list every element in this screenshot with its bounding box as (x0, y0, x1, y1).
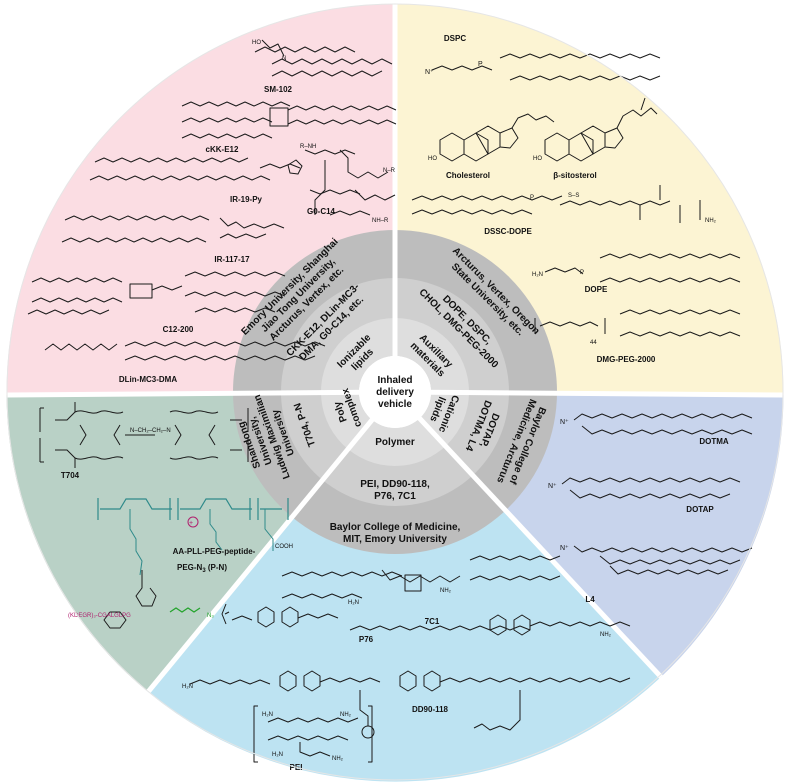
structure-pei: H₂N NH₂ H₂N NH₂ (253, 705, 373, 763)
sector-separators (6, 4, 784, 694)
label-sitosterol: β-sitosterol (553, 171, 597, 180)
polymer-ring-labels: Polymer PEI, DD90-118, P76, 7C1 Baylor C… (330, 437, 461, 545)
label-dsscdope: DSSC-DOPE (484, 227, 532, 236)
structure-dotap: N⁺ (548, 477, 741, 499)
structure-ir11717 (61, 215, 285, 243)
svg-text:R–NH: R–NH (300, 144, 316, 150)
label-aapll-2: PEG-N3 (P-N) (177, 563, 227, 574)
inst-polymer-2: MIT, Emory University (343, 534, 447, 545)
structure-ir19py (89, 157, 303, 181)
label-t704: T704 (61, 471, 80, 480)
inst-polymer-1: Baylor College of Medicine, (330, 522, 461, 533)
structure-7c1: H₂N NH₂ (281, 555, 561, 606)
structure-c12200 (27, 271, 286, 315)
label-p76: P76 (359, 635, 374, 644)
svg-text:HO: HO (252, 40, 261, 46)
structure-dmgpeg: 44 (534, 309, 741, 346)
svg-text:NH₂: NH₂ (440, 588, 452, 594)
svg-text:P: P (530, 195, 534, 201)
label-ir11717: IR-117-17 (214, 255, 250, 264)
cationic-structures: N⁺ DOTMA N⁺ DOTAP N⁺ L4 (548, 413, 753, 604)
svg-text:HO: HO (428, 156, 437, 162)
svg-text:N⁺: N⁺ (548, 483, 557, 490)
center-line3: vehicle (378, 399, 412, 410)
svg-text:NH₂: NH₂ (600, 632, 612, 638)
auxiliary-structures: DSPC N⁺ P HO Cholesterol HO β-sitos (411, 34, 741, 364)
structure-aa-pll: + COOH N₃ (97, 498, 293, 629)
cat-polymer-1: Polymer (375, 437, 415, 448)
polycomplex-structures: N–CH₂–CH₂–N T704 + COOH N₃ AA-PLL-PEG-pe… (39, 402, 293, 629)
structure-sitosterol: HO (533, 97, 658, 162)
svg-text:H₂N: H₂N (532, 272, 543, 278)
svg-text:N–CH₂–CH₂–N: N–CH₂–CH₂–N (130, 428, 171, 434)
center-line2: delivery (376, 387, 414, 398)
structure-dlinmc3 (44, 341, 326, 361)
label-ir19py: IR-19-Py (230, 195, 263, 204)
label-dope: DOPE (585, 285, 608, 294)
label-dlinmc3: DLin-MC3-DMA (119, 375, 177, 384)
structure-cholesterol: HO (428, 113, 555, 162)
structure-dspc: N⁺ P (425, 53, 661, 81)
svg-text:+: + (189, 520, 193, 527)
svg-text:NH–R: NH–R (372, 218, 389, 224)
label-g0c14: G0-C14 (307, 207, 336, 216)
structure-g0c14: R–NH N–R NH–R (300, 144, 396, 224)
svg-text:N⁺: N⁺ (560, 545, 569, 552)
structure-t704: N–CH₂–CH₂–N (39, 402, 249, 468)
svg-text:H₂N: H₂N (272, 752, 283, 758)
label-l4: L4 (585, 595, 595, 604)
center-cover (359, 356, 431, 428)
ionizable-structures: HO N SM-102 cKK-E12 IR-19-Py (27, 39, 397, 384)
svg-text:N⁺: N⁺ (425, 69, 434, 76)
ex-polymer-1: PEI, DD90-118, (360, 479, 430, 490)
label-7c1: 7C1 (425, 617, 440, 626)
label-dd90: DD90-118 (412, 705, 449, 714)
structure-p76: NH₂ (221, 603, 631, 638)
polymer-structures: H₂N NH₂ 7C1 NH₂ P76 (182, 555, 631, 772)
peptide-sequence: (KDEGR)₃-CGALGLPG (68, 613, 131, 619)
center-label: Inhaled delivery vehicle (376, 375, 414, 410)
svg-text:S–S: S–S (568, 193, 579, 199)
label-aapll-1: AA-PLL-PEG-peptide- (173, 547, 256, 556)
svg-text:N: N (282, 56, 286, 62)
svg-text:HO: HO (533, 156, 542, 162)
svg-text:N–R: N–R (383, 168, 396, 174)
peg-subscript: 44 (590, 340, 597, 346)
svg-text:H₂N: H₂N (348, 600, 359, 606)
svg-text:N⁺: N⁺ (560, 419, 569, 426)
structure-sm102: HO N (252, 39, 393, 77)
svg-text:P: P (478, 61, 483, 68)
svg-text:H₂N: H₂N (262, 712, 273, 718)
svg-text:NH₂: NH₂ (332, 756, 344, 762)
structure-dd90: H₂N (182, 670, 631, 739)
structure-ckke12 (181, 101, 397, 139)
svg-text:P: P (580, 270, 584, 276)
label-ckke12: cKK-E12 (206, 145, 239, 154)
center-line1: Inhaled (377, 375, 412, 386)
structure-dsscdope: S–S P NH₂ (411, 185, 717, 224)
structure-l4: N⁺ (560, 545, 753, 575)
label-dotap: DOTAP (686, 505, 714, 514)
label-dspc: DSPC (444, 34, 466, 43)
label-dotma: DOTMA (699, 437, 729, 446)
structure-dotma: N⁺ (560, 413, 753, 435)
structure-dope: H₂N P (532, 253, 741, 283)
svg-text:H₂N: H₂N (182, 684, 193, 690)
outer-border (6, 3, 784, 781)
svg-text:NH₂: NH₂ (340, 712, 352, 718)
svg-text:NH₂: NH₂ (705, 218, 717, 224)
svg-text:N₃: N₃ (207, 613, 214, 619)
label-dmgpeg: DMG-PEG-2000 (597, 355, 656, 364)
label-cholesterol: Cholesterol (446, 171, 490, 180)
label-sm102: SM-102 (264, 85, 293, 94)
ex-polymer-2: P76, 7C1 (374, 491, 416, 502)
svg-text:COOH: COOH (275, 544, 293, 550)
label-c12200: C12-200 (163, 325, 194, 334)
